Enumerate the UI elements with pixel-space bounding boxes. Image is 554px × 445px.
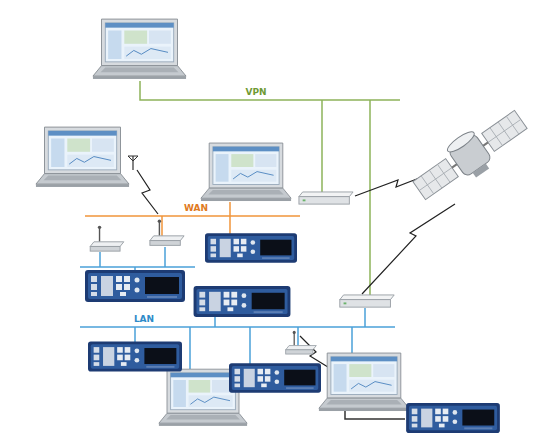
network-label: VPN <box>243 87 268 98</box>
network-device <box>88 341 182 371</box>
access-point <box>286 331 317 354</box>
vpn-wire <box>140 81 400 100</box>
lan-wire <box>80 326 395 328</box>
network-label: WAN <box>182 203 210 214</box>
access-point <box>90 226 124 251</box>
wan-wire <box>85 215 300 217</box>
network-device <box>229 363 321 392</box>
network-device <box>205 233 297 262</box>
vpn-wire <box>369 100 371 295</box>
lan-wire <box>99 252 101 267</box>
laptop <box>36 127 129 187</box>
router <box>340 295 394 307</box>
lan-wire <box>364 308 366 327</box>
laptop <box>319 353 409 411</box>
lan-wire <box>134 327 136 342</box>
network-device <box>194 286 291 317</box>
satellite-link <box>362 204 455 294</box>
network-device <box>406 403 500 433</box>
wan-wire <box>229 202 231 234</box>
network-device <box>85 270 185 302</box>
laptop <box>201 143 291 201</box>
lan-wire <box>214 316 216 327</box>
wan-wire <box>161 216 163 236</box>
cable <box>345 410 405 419</box>
access-point <box>150 219 184 245</box>
router <box>299 192 353 204</box>
lan-wire <box>249 327 251 364</box>
lan-wire <box>164 247 166 267</box>
lan-wire <box>351 327 353 354</box>
vpn-wire <box>321 100 323 192</box>
lan-wire <box>189 327 191 369</box>
laptop <box>93 19 186 79</box>
satellite <box>407 102 533 208</box>
lan-wire <box>80 266 195 268</box>
antenna <box>128 156 138 170</box>
network-label: LAN <box>132 314 156 325</box>
radio-link <box>137 170 158 214</box>
